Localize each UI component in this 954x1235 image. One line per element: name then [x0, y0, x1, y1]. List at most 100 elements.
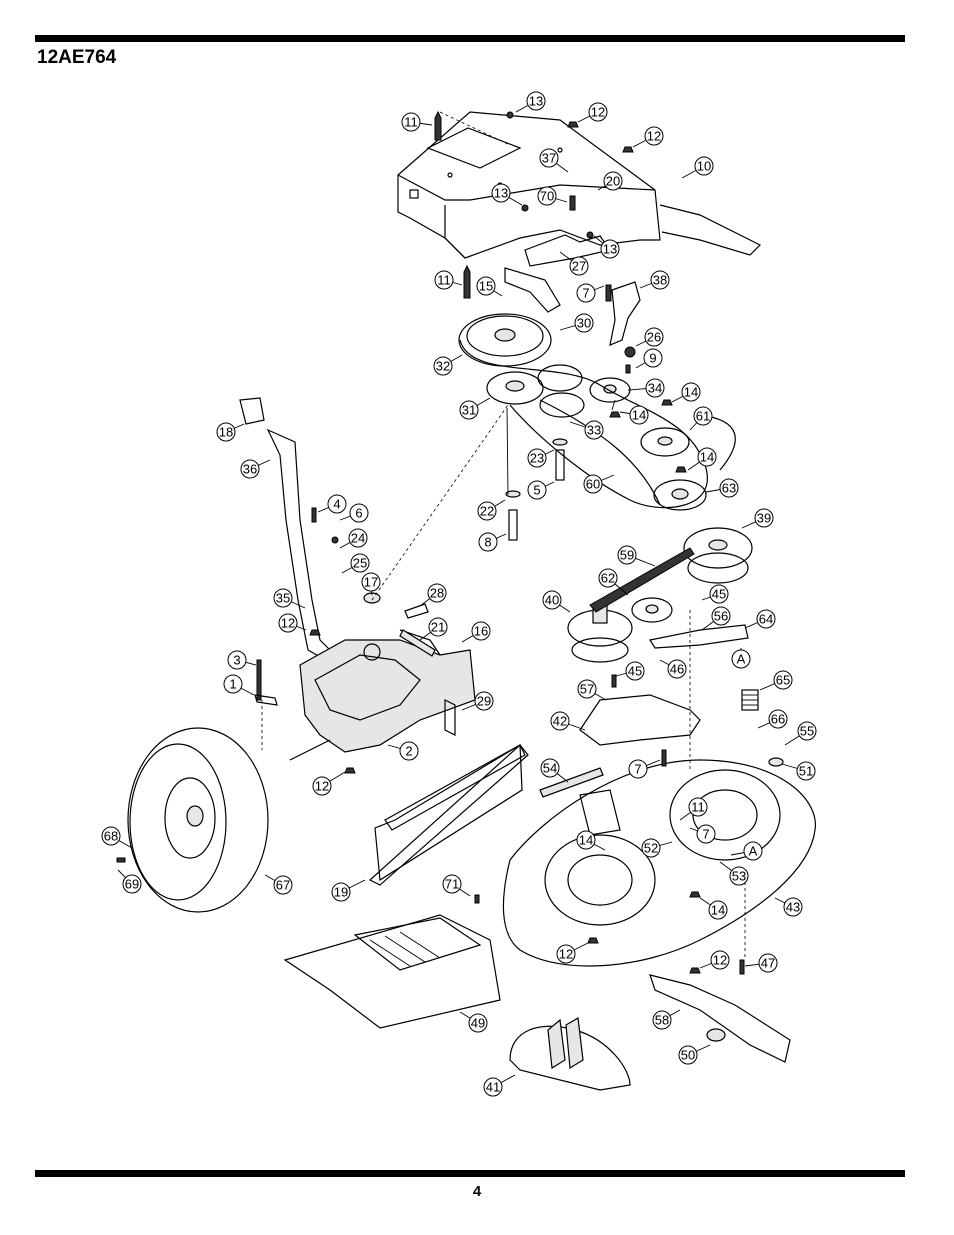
callout-label: 5 [533, 483, 540, 498]
callout-label: 14 [632, 408, 646, 423]
callout-circle [754, 508, 774, 528]
guide-line [439, 111, 511, 146]
callout-label: A [749, 844, 758, 859]
callout-circle [491, 183, 511, 203]
callout-label: 56 [714, 609, 728, 624]
callout-circle [433, 356, 453, 376]
deck-belt-59 [589, 547, 695, 613]
callout-circle [576, 830, 596, 850]
callout-label: 22 [480, 504, 494, 519]
callout-circle [584, 420, 604, 440]
callout-circle [312, 776, 332, 796]
callout-47: 47 [744, 953, 778, 973]
callout-51: 51 [781, 761, 816, 781]
callout-circle [783, 897, 803, 917]
callout-8: 8 [478, 532, 507, 552]
blade-nut-50 [706, 1028, 726, 1042]
callout-39: 39 [741, 508, 774, 529]
callout-circle [731, 649, 751, 669]
callout-label: 40 [545, 593, 559, 608]
callout-label: 17 [364, 575, 378, 590]
callout-label: 6 [355, 506, 362, 521]
callout-label: 12 [647, 129, 661, 144]
callout-circle [428, 617, 448, 637]
callout-label: 4 [333, 497, 340, 512]
callout-circle [773, 670, 793, 690]
spring-65 [741, 689, 759, 711]
callout-label: 45 [712, 587, 726, 602]
callout-circle [629, 405, 649, 425]
callout-circle [711, 606, 731, 626]
callout-circle [471, 621, 491, 641]
callout-circle [569, 256, 589, 276]
rear-wheel [127, 727, 269, 913]
callout-circle [331, 882, 351, 902]
callout-circle [273, 588, 293, 608]
callout-circle [574, 313, 594, 333]
callout-circle [350, 553, 370, 573]
callout-24: 24 [339, 528, 368, 549]
callout-circle [625, 661, 645, 681]
callout-circle [719, 478, 739, 498]
deck-pulley-40 [567, 604, 633, 663]
callout-67: 67 [264, 874, 293, 895]
callout-circle [240, 459, 260, 479]
callout-33: 33 [569, 420, 604, 440]
callout-label: 12 [315, 779, 329, 794]
callout-6: 6 [339, 503, 369, 523]
callout-circle [756, 609, 776, 629]
callout-circle [710, 950, 730, 970]
callout-label: 70 [540, 189, 554, 204]
callout-label: 42 [553, 714, 567, 729]
callout-11: 11 [401, 112, 433, 132]
callout-label: 59 [620, 548, 634, 563]
callout-circle [122, 874, 142, 894]
callout-circle [652, 1010, 672, 1030]
callout-label: 71 [445, 877, 459, 892]
callout-label: 52 [644, 841, 658, 856]
callout-circle [427, 583, 447, 603]
callout-18: 18 [216, 422, 245, 442]
callout-49: 49 [459, 1011, 488, 1033]
pulley-63 [653, 479, 707, 511]
callout-label: 43 [786, 900, 800, 915]
callout-label: 18 [219, 425, 233, 440]
callout-label: 24 [351, 531, 365, 546]
callout-28: 28 [419, 583, 447, 607]
callout-label: 45 [628, 664, 642, 679]
callout-circle [478, 532, 498, 552]
mulch-plug [509, 1017, 631, 1091]
callout-label: 39 [757, 511, 771, 526]
callout-label: 33 [587, 423, 601, 438]
callout-label: 27 [572, 259, 586, 274]
callout-20: 20 [597, 171, 623, 191]
callout-label: 14 [684, 385, 698, 400]
callout-label: 47 [761, 956, 775, 971]
callout-circle [527, 480, 547, 500]
callout-label: 13 [494, 186, 508, 201]
callout-circle [468, 1013, 488, 1033]
callout-label: 65 [776, 673, 790, 688]
deflector-panel [374, 743, 523, 882]
callout-60: 60 [583, 474, 615, 494]
callout-45: 45 [701, 584, 729, 604]
callout-circle [327, 494, 347, 514]
callout-circle [694, 156, 714, 176]
callout-label: 69 [125, 877, 139, 892]
callout-circle [603, 171, 623, 191]
callout-41: 41 [483, 1074, 516, 1097]
callout-label: 38 [653, 273, 667, 288]
callout-label: 41 [486, 1080, 500, 1095]
callout-circle [768, 709, 788, 729]
callout-circle [644, 327, 664, 347]
callout-label: 34 [648, 381, 662, 396]
callout-circle [348, 528, 368, 548]
callout-2: 2 [387, 741, 419, 761]
callout-50: 50 [678, 1044, 711, 1065]
callout-13: 13 [491, 183, 523, 206]
callout-circle [556, 944, 576, 964]
callout-66: 66 [757, 709, 788, 729]
callout-64: 64 [744, 609, 776, 629]
callout-7: 7 [689, 824, 716, 844]
